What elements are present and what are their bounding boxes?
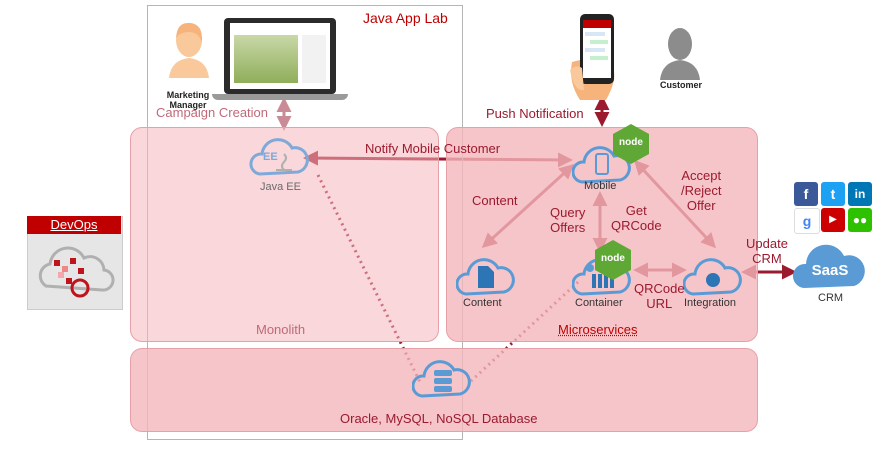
- monolith-label: Monolith: [256, 322, 306, 337]
- accept-reject-offer-label: Accept /Reject Offer: [681, 168, 722, 213]
- java-ee-cloud-icon: [249, 138, 309, 176]
- customer-avatar: [660, 28, 700, 80]
- devops-title: DevOps: [27, 216, 121, 234]
- content-node-label: Content: [463, 297, 502, 309]
- google-icon: g: [794, 208, 820, 234]
- notify-mobile-customer-text: Notify Mobile Customer: [365, 141, 501, 156]
- linkedin-icon: in: [848, 182, 872, 206]
- node-badge-text-container: node: [601, 253, 625, 264]
- get-qrcode-label: Get QRCode: [611, 203, 662, 233]
- youtube-icon: ▶: [821, 208, 845, 232]
- database-label-text: Oracle, MySQL, NoSQL Database: [340, 411, 538, 426]
- laptop-web-page: [230, 23, 330, 89]
- node-hex-icon-container: [595, 240, 631, 280]
- twitter-icon: t: [821, 182, 845, 206]
- node-hex-icon-mobile: [613, 124, 649, 164]
- lab-title: Java App Lab: [363, 10, 448, 26]
- content-flow-label: Content: [472, 193, 518, 208]
- push-notification-label: Push Notification: [486, 106, 584, 121]
- laptop-page-sidebar: [302, 35, 326, 83]
- qrcode-url-label: QRCode URL: [634, 281, 685, 311]
- container-label: Container: [575, 297, 623, 309]
- database-label: Oracle, MySQL, NoSQL Database: [340, 411, 538, 426]
- update-crm-label: Update CRM: [746, 236, 788, 266]
- database-cloud-icon: [412, 360, 471, 398]
- devops-cloud-icon: [38, 246, 115, 298]
- microservices-label: Microservices: [558, 322, 638, 337]
- integration-cloud-icon: [683, 258, 742, 296]
- microservices-zone: [446, 127, 758, 342]
- saas-crm-cloud-icon: [792, 244, 865, 288]
- java-ee-badge: EE: [263, 151, 278, 163]
- smartphone-icon: [570, 14, 615, 100]
- marketing-manager-label: Marketing Manager: [158, 80, 218, 110]
- laptop-base: [212, 94, 348, 100]
- marketing-manager-text: Marketing Manager: [166, 90, 210, 110]
- customer-label: Customer: [659, 80, 702, 90]
- laptop-page-banner: [234, 35, 298, 83]
- mobile-label: Mobile: [584, 180, 617, 192]
- notify-mobile-customer-label: Notify Mobile Customer: [365, 141, 500, 156]
- marketing-manager-avatar: [169, 22, 209, 78]
- mobile-cloud-icon: [572, 146, 631, 184]
- wechat-icon: ●●: [848, 208, 872, 232]
- content-cloud-icon: [456, 258, 515, 296]
- crm-label: CRM: [818, 292, 844, 304]
- facebook-icon: f: [794, 182, 818, 206]
- campaign-creation-label: Campaign Creation: [156, 105, 269, 120]
- integration-label: Integration: [684, 297, 736, 309]
- node-badge-text-mobile: node: [619, 137, 643, 148]
- saas-label: SaaS: [811, 262, 849, 279]
- query-offers-label: Query Offers: [550, 205, 586, 235]
- java-ee-label: Java EE: [260, 181, 301, 193]
